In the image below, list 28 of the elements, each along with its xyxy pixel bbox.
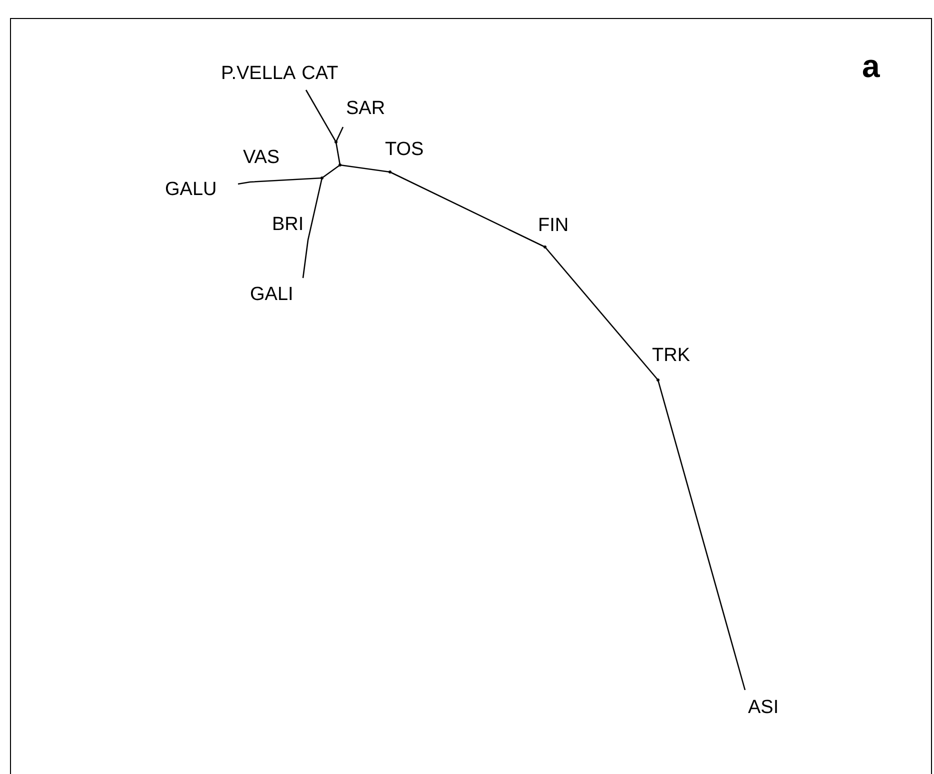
tree-branch [657, 380, 746, 690]
tree-branch [340, 164, 390, 173]
tree-branch [322, 164, 340, 179]
taxon-label: FIN [538, 216, 569, 235]
tree-branch [544, 246, 658, 380]
tree-branch [238, 177, 322, 185]
branch-point [320, 176, 324, 180]
taxon-label: TRK [652, 346, 690, 365]
branch-point [656, 378, 660, 382]
taxon-label: ASI [748, 698, 779, 717]
taxon-label: BRI [272, 215, 304, 234]
tree-branch [335, 142, 341, 166]
taxon-label: VAS [243, 148, 280, 167]
branch-point [544, 246, 546, 248]
taxon-label: CAT [302, 64, 338, 83]
taxon-label: P.VELLA [221, 64, 296, 83]
tree-branch [390, 171, 546, 248]
tree-branch [302, 178, 323, 278]
branch-point [388, 170, 392, 174]
taxon-label: GALI [250, 285, 294, 304]
taxon-label: GALU [165, 180, 217, 199]
taxon-label: SAR [346, 99, 386, 118]
branch-point [338, 164, 342, 166]
branch-point [334, 140, 338, 144]
taxon-label: TOS [385, 140, 424, 159]
panel-letter: a [862, 50, 880, 82]
tree-branch [305, 90, 337, 142]
tree-branch [335, 126, 344, 142]
